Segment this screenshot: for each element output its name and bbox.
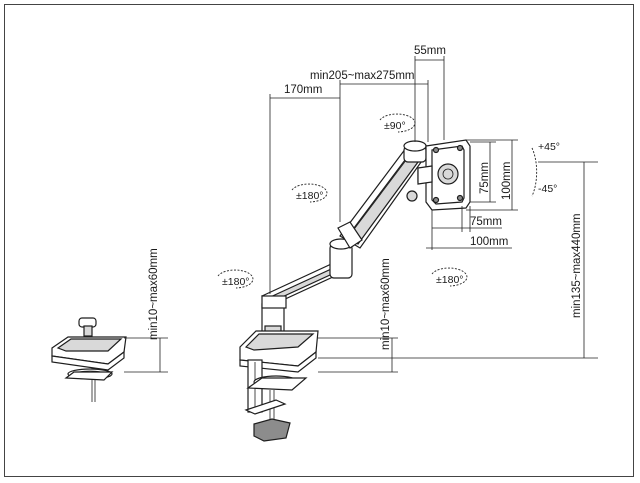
screen-rotation-label: ±90°	[384, 120, 406, 132]
lower-arm	[261, 238, 353, 309]
clamp-thickness-label: min10~max60mm	[380, 258, 392, 350]
grommet-mount	[51, 317, 127, 402]
desk-clamp	[239, 303, 319, 442]
vesa-75-horizontal-label: 75mm	[470, 216, 502, 228]
vesa-75-vertical-label: 75mm	[479, 162, 491, 194]
plate-offset-label: 55mm	[414, 45, 446, 57]
head-swivel-rotation-label: ±180°	[436, 274, 463, 286]
diagram-frame	[4, 4, 634, 477]
arm-reach-label: min205~max275mm	[310, 70, 415, 82]
vesa-100-vertical-label: 100mm	[501, 162, 513, 200]
upper-joint-rotation-label: ±180°	[296, 190, 323, 202]
arm-segment-label: 170mm	[284, 84, 322, 96]
vesa-100-horizontal-label: 100mm	[470, 236, 508, 248]
tilt-down-label: -45°	[538, 183, 557, 195]
vesa-head	[417, 139, 471, 211]
total-height-label: min135~max440mm	[571, 213, 583, 318]
grommet-thickness-label: min10~max60mm	[148, 248, 160, 340]
upper-gas-arm	[337, 140, 427, 249]
tilt-up-label: +45°	[538, 141, 560, 153]
base-joint-rotation-label: ±180°	[222, 276, 249, 288]
rotation-indicators	[217, 113, 538, 289]
dimension-lines	[124, 56, 598, 373]
